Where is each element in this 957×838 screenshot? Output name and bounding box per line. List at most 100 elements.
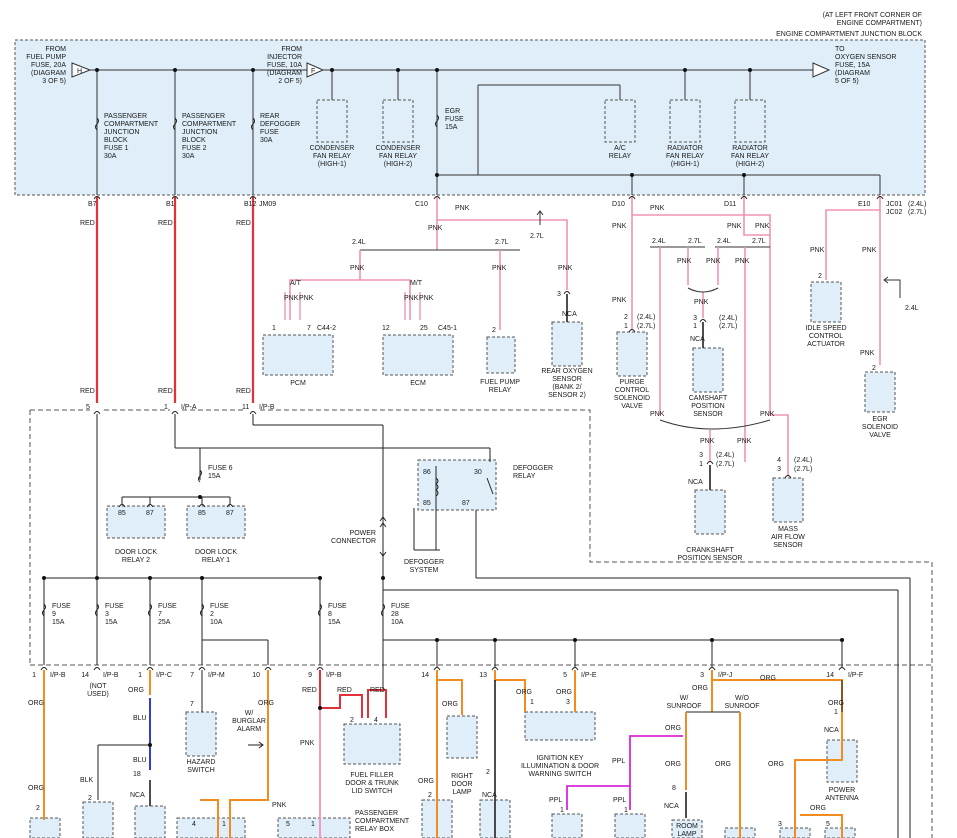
wire-color: RED (80, 388, 95, 395)
ip-fuse-symbol (318, 603, 322, 617)
egr-solenoid-box (864, 371, 896, 413)
ac-relay (604, 99, 636, 143)
pin-label: (2.7L) (908, 209, 926, 216)
junction-fuse-label: DEFOGGER (260, 121, 300, 128)
pin-number: 5 (826, 821, 830, 828)
connector-pin (316, 667, 324, 671)
to-oxygen-label: OXYGEN SENSOR (835, 54, 896, 61)
wire-color: PPL (612, 758, 625, 765)
pin-number: 85 (423, 500, 431, 507)
idle-actuator-label: CONTROL (809, 333, 843, 340)
rear-o2-label: REAR OXYGEN (541, 368, 592, 375)
splice-dot (683, 68, 687, 72)
connector-pin (226, 504, 234, 508)
connector-pin (563, 291, 571, 295)
egr-solenoid-label: VALVE (869, 432, 891, 439)
wire-color: ORG (760, 675, 776, 682)
pin-number: 5 (563, 672, 567, 679)
hazard-switch-label: HAZARD (187, 759, 216, 766)
ip-connector-label: I/P-B (50, 672, 66, 679)
org-ignition-wire (494, 670, 526, 712)
wire (800, 814, 843, 838)
pin-number: 18 (133, 771, 141, 778)
connector-pin (706, 461, 714, 465)
pnk-idle-wire (825, 197, 881, 280)
wire-color: PNK (284, 295, 299, 302)
pnk-c10-wire (436, 197, 568, 290)
pin-label: D11 (724, 201, 736, 208)
pin-number: 85 (198, 510, 206, 517)
defogger-relay-label: DEFOGGER (513, 465, 553, 472)
pin-number: 14 (826, 672, 834, 679)
right-door-lamp-label: DOOR (452, 781, 473, 788)
maf-sensor-label: AIR FLOW (771, 534, 805, 541)
wire-color: RED (370, 687, 385, 694)
purge-valve-label: CONTROL (615, 387, 649, 394)
connector-pin (708, 667, 716, 671)
room-lamp-label: LAMP (677, 831, 696, 838)
wire (743, 197, 770, 236)
variant-label: 2.7L (495, 239, 509, 246)
wire-color: PNK (755, 223, 770, 230)
pin-number: 85 (118, 510, 126, 517)
ignition-key-label: WARNING SWITCH (528, 771, 591, 778)
pin-number: 7 (190, 672, 194, 679)
condenser-fan-relay-high-1 (316, 99, 348, 143)
pin-number: 1 (311, 821, 315, 828)
variant-label: (2.4L) (716, 452, 734, 459)
pcrb-label: PASSENGER (355, 810, 398, 817)
wire-color: ORG (810, 805, 826, 812)
radiator-fan-relay-high-1-label: RADIATOR (667, 145, 703, 152)
wire-color: PNK (694, 299, 709, 306)
pin-label: JM09 (259, 201, 276, 208)
power-antenna-label: POWER (829, 787, 855, 794)
pcrb-label: COMPARTMENT (355, 818, 410, 825)
ip-fuse-label: 9 (52, 611, 56, 618)
pin-number: 3 (693, 315, 697, 322)
fuel-pump-relay-box (486, 336, 516, 374)
purge-valve-label: VALVE (621, 403, 643, 410)
connector-pin (249, 411, 257, 415)
pin-number: 7 (307, 325, 311, 332)
passenger-relay-box-left (176, 817, 246, 838)
wire-color: PNK (677, 258, 692, 265)
crankshaft-sensor-box (694, 489, 726, 535)
pin-number: 1 (32, 672, 36, 679)
rear-o2-label: SENSOR (552, 376, 582, 383)
radiator-fan-relay-high-2-label: RADIATOR (732, 145, 768, 152)
wire-color: NCA (562, 311, 577, 318)
blu-load-box (134, 805, 166, 838)
pcm-label: PCM (290, 380, 306, 387)
connector-pin (838, 667, 846, 671)
connector-pin (628, 196, 636, 200)
pin-number: 1 (624, 807, 628, 814)
ip-fuse-label: 8 (328, 611, 332, 618)
fuel-pump-relay-label: RELAY (489, 387, 512, 394)
connector-pin (249, 196, 257, 200)
splice-dot (198, 495, 202, 499)
junction-fuse-label: PASSENGER (104, 113, 147, 120)
wire-color: RED (236, 388, 251, 395)
relay-switch (486, 477, 494, 495)
connector-pin (146, 504, 154, 508)
door-lock-relay-1-box (186, 505, 246, 539)
wire-color: PNK (404, 295, 419, 302)
connector-pin (93, 196, 101, 200)
pcrb-label: RELAY BOX (355, 826, 394, 833)
splice-dot (710, 638, 714, 642)
wo-sunroof-label: SUNROOF (725, 703, 760, 710)
power-connector-label: POWER (350, 530, 376, 537)
wire (200, 799, 219, 838)
ip-fuse-label: FUSE (391, 603, 410, 610)
wire-color: PNK (300, 740, 315, 747)
wire-color: ORG (128, 687, 144, 694)
right-door-lamp-label: RIGHT (451, 773, 474, 780)
variant-label: (2.7L) (719, 323, 737, 330)
fuel-filler-switch-box (343, 723, 401, 765)
camshaft-sensor-box (692, 347, 724, 393)
variant-label: 2.4L (905, 305, 919, 312)
ignition-key-switch-box (524, 711, 596, 741)
wire-color: PNK (492, 265, 507, 272)
variant-label: 2.4L (717, 238, 731, 245)
